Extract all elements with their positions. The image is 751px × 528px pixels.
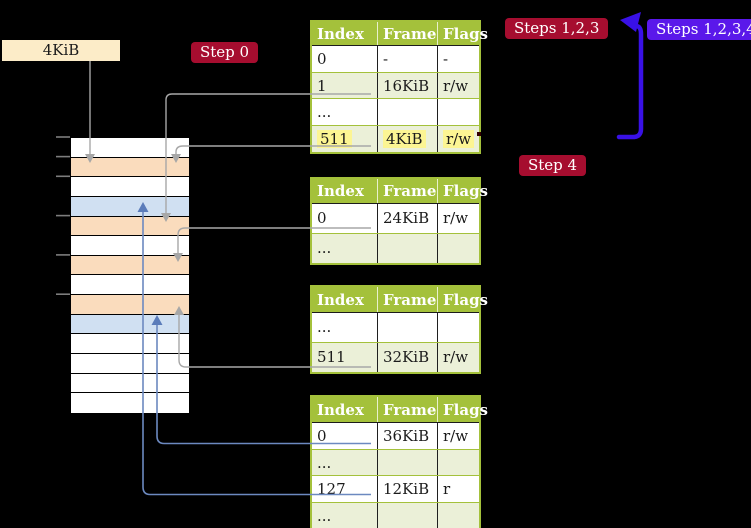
memory-row-mapped-page — [71, 295, 189, 315]
table-row: 511 32KiB r/w — [312, 342, 479, 372]
cell-index: 0 — [312, 46, 378, 72]
highlighted-value: r/w — [443, 129, 475, 148]
table-row: ... — [312, 233, 479, 264]
big-blue-step-arrow — [616, 12, 644, 140]
cell-frame — [378, 233, 438, 263]
cell-frame — [378, 313, 438, 342]
header-frame: Frame — [378, 397, 438, 422]
cell-flags: r/w — [443, 427, 469, 445]
table-header: Index Frame Flags — [312, 287, 488, 313]
memory-row — [71, 275, 189, 296]
badge-steps-1-2-3-4: Steps 1,2,3,4 — [647, 19, 751, 40]
table-row: 1 16KiB r/w — [312, 72, 479, 99]
memory-row-mapped-page — [71, 255, 189, 276]
table-row: 0 36KiB r/w — [312, 423, 479, 450]
table-row: ... — [312, 313, 479, 343]
header-flags: Flags — [443, 401, 488, 419]
table-row: ... — [312, 99, 479, 126]
cell-frame: 36KiB — [378, 423, 438, 449]
physical-memory-column — [70, 137, 190, 414]
cell-index: ... — [312, 233, 378, 263]
cell-frame: 16KiB — [378, 72, 438, 98]
cell-frame: 12KiB — [378, 476, 438, 502]
memory-row-mapped-page — [71, 157, 189, 178]
cell-frame: 32KiB — [378, 342, 438, 372]
cell-flags — [438, 234, 479, 264]
page-table-3: Index Frame Flags ... 511 32KiB r/w — [310, 285, 488, 374]
cell-flags — [438, 503, 479, 528]
header-index: Index — [312, 179, 378, 203]
cell-flags — [438, 99, 479, 125]
highlighted-value: 511 — [317, 129, 352, 148]
memory-tick-marks — [56, 136, 70, 296]
table-header: Index Frame Flags — [312, 397, 488, 423]
page-table-1: Index Frame Flags 0 - - 1 16KiB r/w ... … — [310, 20, 488, 154]
header-index: Index — [312, 22, 378, 45]
cell-flags: r/w — [443, 76, 469, 95]
cell-flags: r/w — [438, 126, 479, 153]
cell-index: 127 — [312, 476, 378, 502]
memory-row — [71, 138, 189, 158]
header-index: Index — [312, 397, 378, 422]
cell-index: ... — [312, 449, 378, 475]
cell-flags: r/w — [443, 347, 469, 366]
memory-row — [71, 236, 189, 256]
header-index: Index — [312, 287, 378, 312]
header-flags: Flags — [443, 25, 488, 43]
cell-index: ... — [312, 313, 378, 342]
table-header: Index Frame Flags — [312, 22, 488, 46]
badge-step-4: Step 4 — [519, 155, 587, 176]
memory-row — [71, 334, 189, 355]
page-table-2: Index Frame Flags 0 24KiB r/w ... — [310, 177, 488, 265]
table-row-highlighted: 511 4KiB r/w — [312, 125, 479, 153]
table-header: Index Frame Flags — [312, 179, 488, 204]
memory-row — [71, 393, 189, 413]
cell-index: 511 — [312, 342, 378, 372]
memory-row-page-table — [71, 314, 189, 335]
cell-frame — [378, 449, 438, 475]
page-size-label: 4KiB — [2, 40, 120, 61]
table-row: 0 - - — [312, 46, 479, 73]
memory-row — [71, 373, 189, 394]
page-table-4: Index Frame Flags 0 36KiB r/w ... 127 12… — [310, 395, 488, 528]
badge-steps-1-2-3: Steps 1,2,3 — [505, 18, 609, 39]
header-flags: Flags — [443, 291, 488, 309]
memory-row-page-table — [71, 196, 189, 217]
table-row: ... — [312, 502, 479, 528]
cell-frame — [378, 99, 438, 125]
cell-index: 0 — [312, 204, 378, 233]
table-row: 127 12KiB r — [312, 476, 479, 503]
cell-flags: r — [443, 480, 451, 498]
cell-frame: - — [378, 46, 438, 72]
memory-row — [71, 177, 189, 197]
table-row: ... — [312, 449, 479, 476]
highlighted-value: 4KiB — [383, 129, 426, 148]
header-frame: Frame — [378, 22, 438, 45]
cell-frame: 4KiB — [378, 125, 438, 152]
header-flags: Flags — [443, 182, 488, 200]
table-edge-marker — [477, 132, 481, 136]
cell-index: ... — [312, 502, 378, 528]
cell-index: 1 — [312, 72, 378, 98]
memory-row — [71, 354, 189, 374]
table-row: 0 24KiB r/w — [312, 204, 479, 234]
cell-index: 0 — [312, 423, 378, 449]
cell-frame: 24KiB — [378, 204, 438, 233]
cell-index: ... — [312, 99, 378, 125]
cell-flags: r/w — [443, 209, 469, 227]
header-frame: Frame — [378, 287, 438, 312]
badge-step-0: Step 0 — [191, 42, 259, 63]
memory-row-mapped-page — [71, 216, 189, 237]
cell-flags: - — [443, 50, 449, 68]
cell-index: 511 — [312, 125, 378, 152]
cell-frame — [378, 502, 438, 528]
cell-flags — [438, 450, 479, 476]
cell-flags — [438, 313, 479, 342]
header-frame: Frame — [378, 179, 438, 203]
